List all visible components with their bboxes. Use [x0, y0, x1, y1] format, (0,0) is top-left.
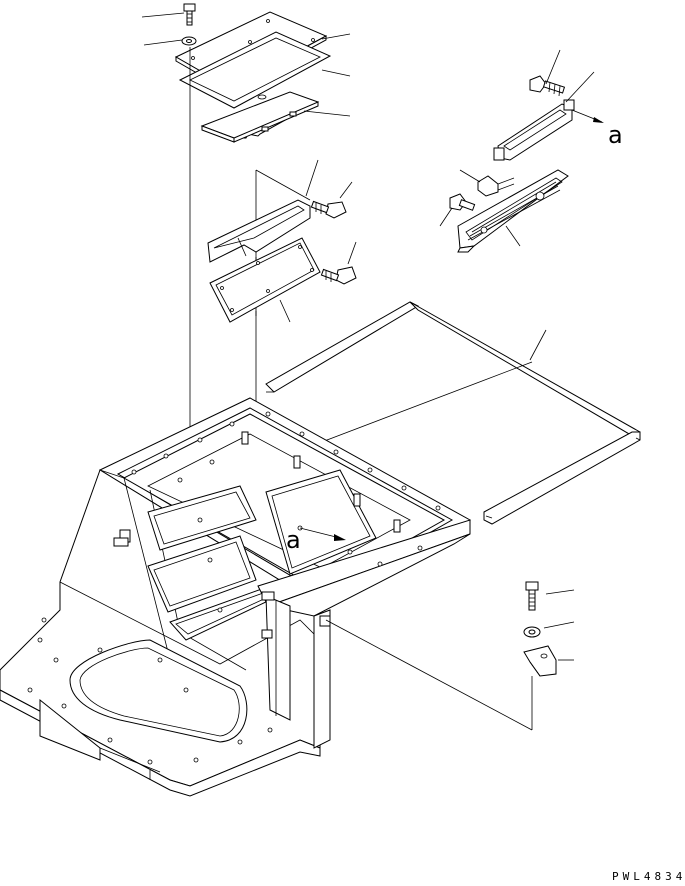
lower-right-fastener-assembly: [523, 581, 575, 730]
side-cover-assembly: [207, 159, 357, 323]
lower-bolt: [525, 581, 539, 611]
top-bolt: [183, 3, 196, 26]
bracket-plate: [493, 99, 575, 161]
vent-cover: [457, 169, 569, 253]
main-frame: a: [0, 397, 533, 797]
floor-frame: [263, 301, 641, 525]
right-bracket-assembly: a: [439, 49, 623, 253]
top-cover-assembly: [141, 3, 351, 143]
side-bolt-lower: [320, 266, 357, 285]
frame-holes: [27, 411, 441, 765]
view-ref-a-frame: a: [286, 526, 301, 554]
lower-bracket: [523, 645, 557, 677]
drawing-code: PWL4834: [612, 870, 685, 883]
bracket-bolt-left: [449, 193, 476, 211]
side-gasket: [207, 199, 311, 263]
bracket-bolt: [529, 75, 566, 97]
view-ref-a-top: a: [608, 121, 623, 149]
side-bolt-upper: [310, 200, 347, 219]
side-cover-plate: [209, 237, 321, 323]
top-gasket: [178, 31, 332, 109]
clip: [477, 175, 515, 197]
top-lower-plate: [200, 91, 320, 143]
